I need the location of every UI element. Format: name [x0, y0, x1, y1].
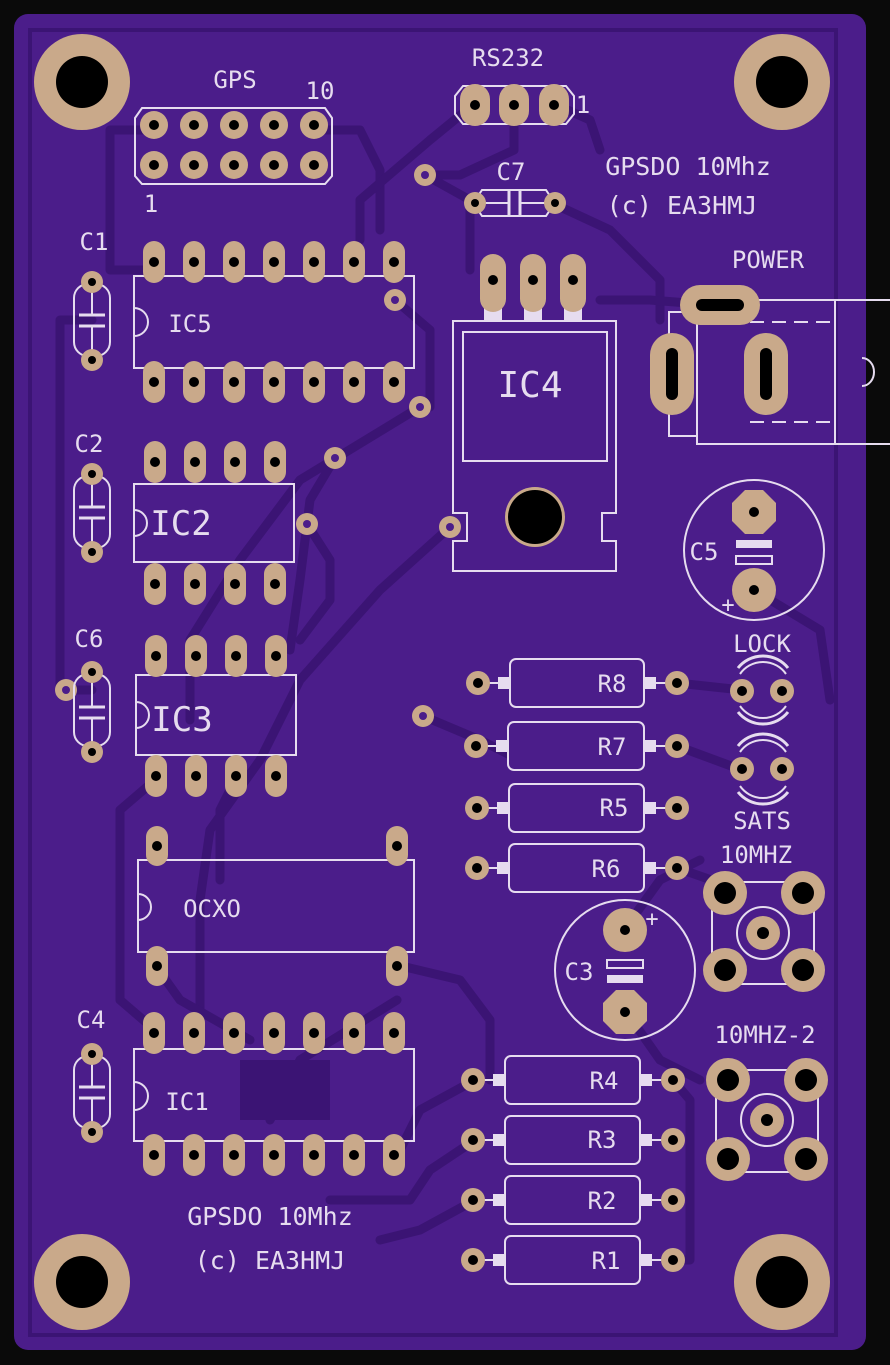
resistor-r1-label: R1 — [592, 1247, 621, 1275]
power-jack-label: POWER — [732, 246, 805, 274]
resistor-r5-label: R5 — [600, 794, 629, 822]
resistor-r8-label: R8 — [598, 670, 627, 698]
ic2-body — [133, 441, 295, 605]
resistor-r2 — [461, 1175, 685, 1225]
resistor-r6-label: R6 — [592, 855, 621, 883]
led-lock-label: LOCK — [733, 630, 791, 658]
rs232-header — [454, 84, 575, 126]
ic5-label: IC5 — [168, 310, 211, 338]
capacitor-c3-label: C3 — [565, 958, 594, 986]
capacitor-c5-plus: + — [721, 593, 734, 618]
title-top-line2: (c) EA3HMJ — [607, 191, 758, 220]
capacitor-c3 — [554, 899, 696, 1041]
resistor-r8 — [466, 658, 689, 708]
connector-10mhz-2 — [706, 1058, 828, 1181]
gps-header-pin-last: 10 — [306, 77, 335, 105]
capacitor-c6-label: C6 — [75, 625, 104, 653]
capacitor-c1 — [73, 271, 111, 371]
rs232-header-pin-first: 1 — [576, 91, 590, 119]
mounting-holes — [34, 34, 830, 1330]
resistor-r7-label: R7 — [598, 733, 627, 761]
ic3-label: IC3 — [151, 700, 212, 740]
resistor-r3-label: R3 — [588, 1126, 617, 1154]
ic2-label: IC2 — [150, 504, 211, 544]
resistor-r4 — [461, 1055, 685, 1105]
resistor-r7 — [464, 721, 689, 771]
capacitor-c5 — [683, 479, 825, 621]
rs232-header-label: RS232 — [472, 44, 544, 72]
connector-10mhz-label: 10MHZ — [720, 841, 792, 869]
ground-pour — [240, 1060, 330, 1120]
capacitor-c1-label: C1 — [80, 228, 109, 256]
capacitor-c4 — [73, 1043, 111, 1143]
resistor-r1 — [461, 1235, 685, 1285]
resistor-r5 — [465, 783, 689, 833]
capacitor-c2-label: C2 — [75, 430, 104, 458]
capacitor-c3-plus: + — [645, 907, 658, 932]
led-sats — [730, 732, 794, 806]
ic3-body — [135, 635, 297, 797]
title-top-line1: GPSDO 10Mhz — [605, 152, 771, 181]
resistor-r2-label: R2 — [588, 1187, 617, 1215]
title-bottom-line2: (c) EA3HMJ — [195, 1246, 346, 1275]
resistor-r6 — [465, 843, 689, 893]
resistor-r4-label: R4 — [590, 1067, 619, 1095]
ic1-body — [133, 1012, 415, 1176]
power-jack — [650, 285, 890, 445]
title-bottom-line1: GPSDO 10Mhz — [187, 1202, 353, 1231]
ic5-body — [133, 241, 415, 403]
connector-10mhz-2-label: 10MHZ-2 — [714, 1021, 815, 1049]
capacitor-c5-label: C5 — [690, 538, 719, 566]
resistor-r3 — [461, 1115, 685, 1165]
capacitor-c7-label: C7 — [497, 158, 526, 186]
capacitor-c4-label: C4 — [77, 1006, 106, 1034]
gps-header-pin-first: 1 — [144, 190, 158, 218]
ocxo-label: OCXO — [183, 895, 241, 923]
ic4-label: IC4 — [497, 365, 562, 406]
led-sats-label: SATS — [733, 807, 791, 835]
capacitor-c6 — [73, 661, 111, 763]
connector-10mhz — [703, 871, 825, 992]
gps-header-label: GPS — [213, 66, 256, 94]
board-edge — [28, 28, 838, 1337]
capacitor-c2 — [73, 463, 111, 563]
ic4-regulator — [452, 254, 617, 572]
ic1-label: IC1 — [165, 1088, 208, 1116]
ocxo-body — [137, 826, 415, 986]
capacitor-c7 — [464, 189, 566, 217]
led-lock — [730, 654, 794, 726]
gps-header — [134, 107, 333, 185]
